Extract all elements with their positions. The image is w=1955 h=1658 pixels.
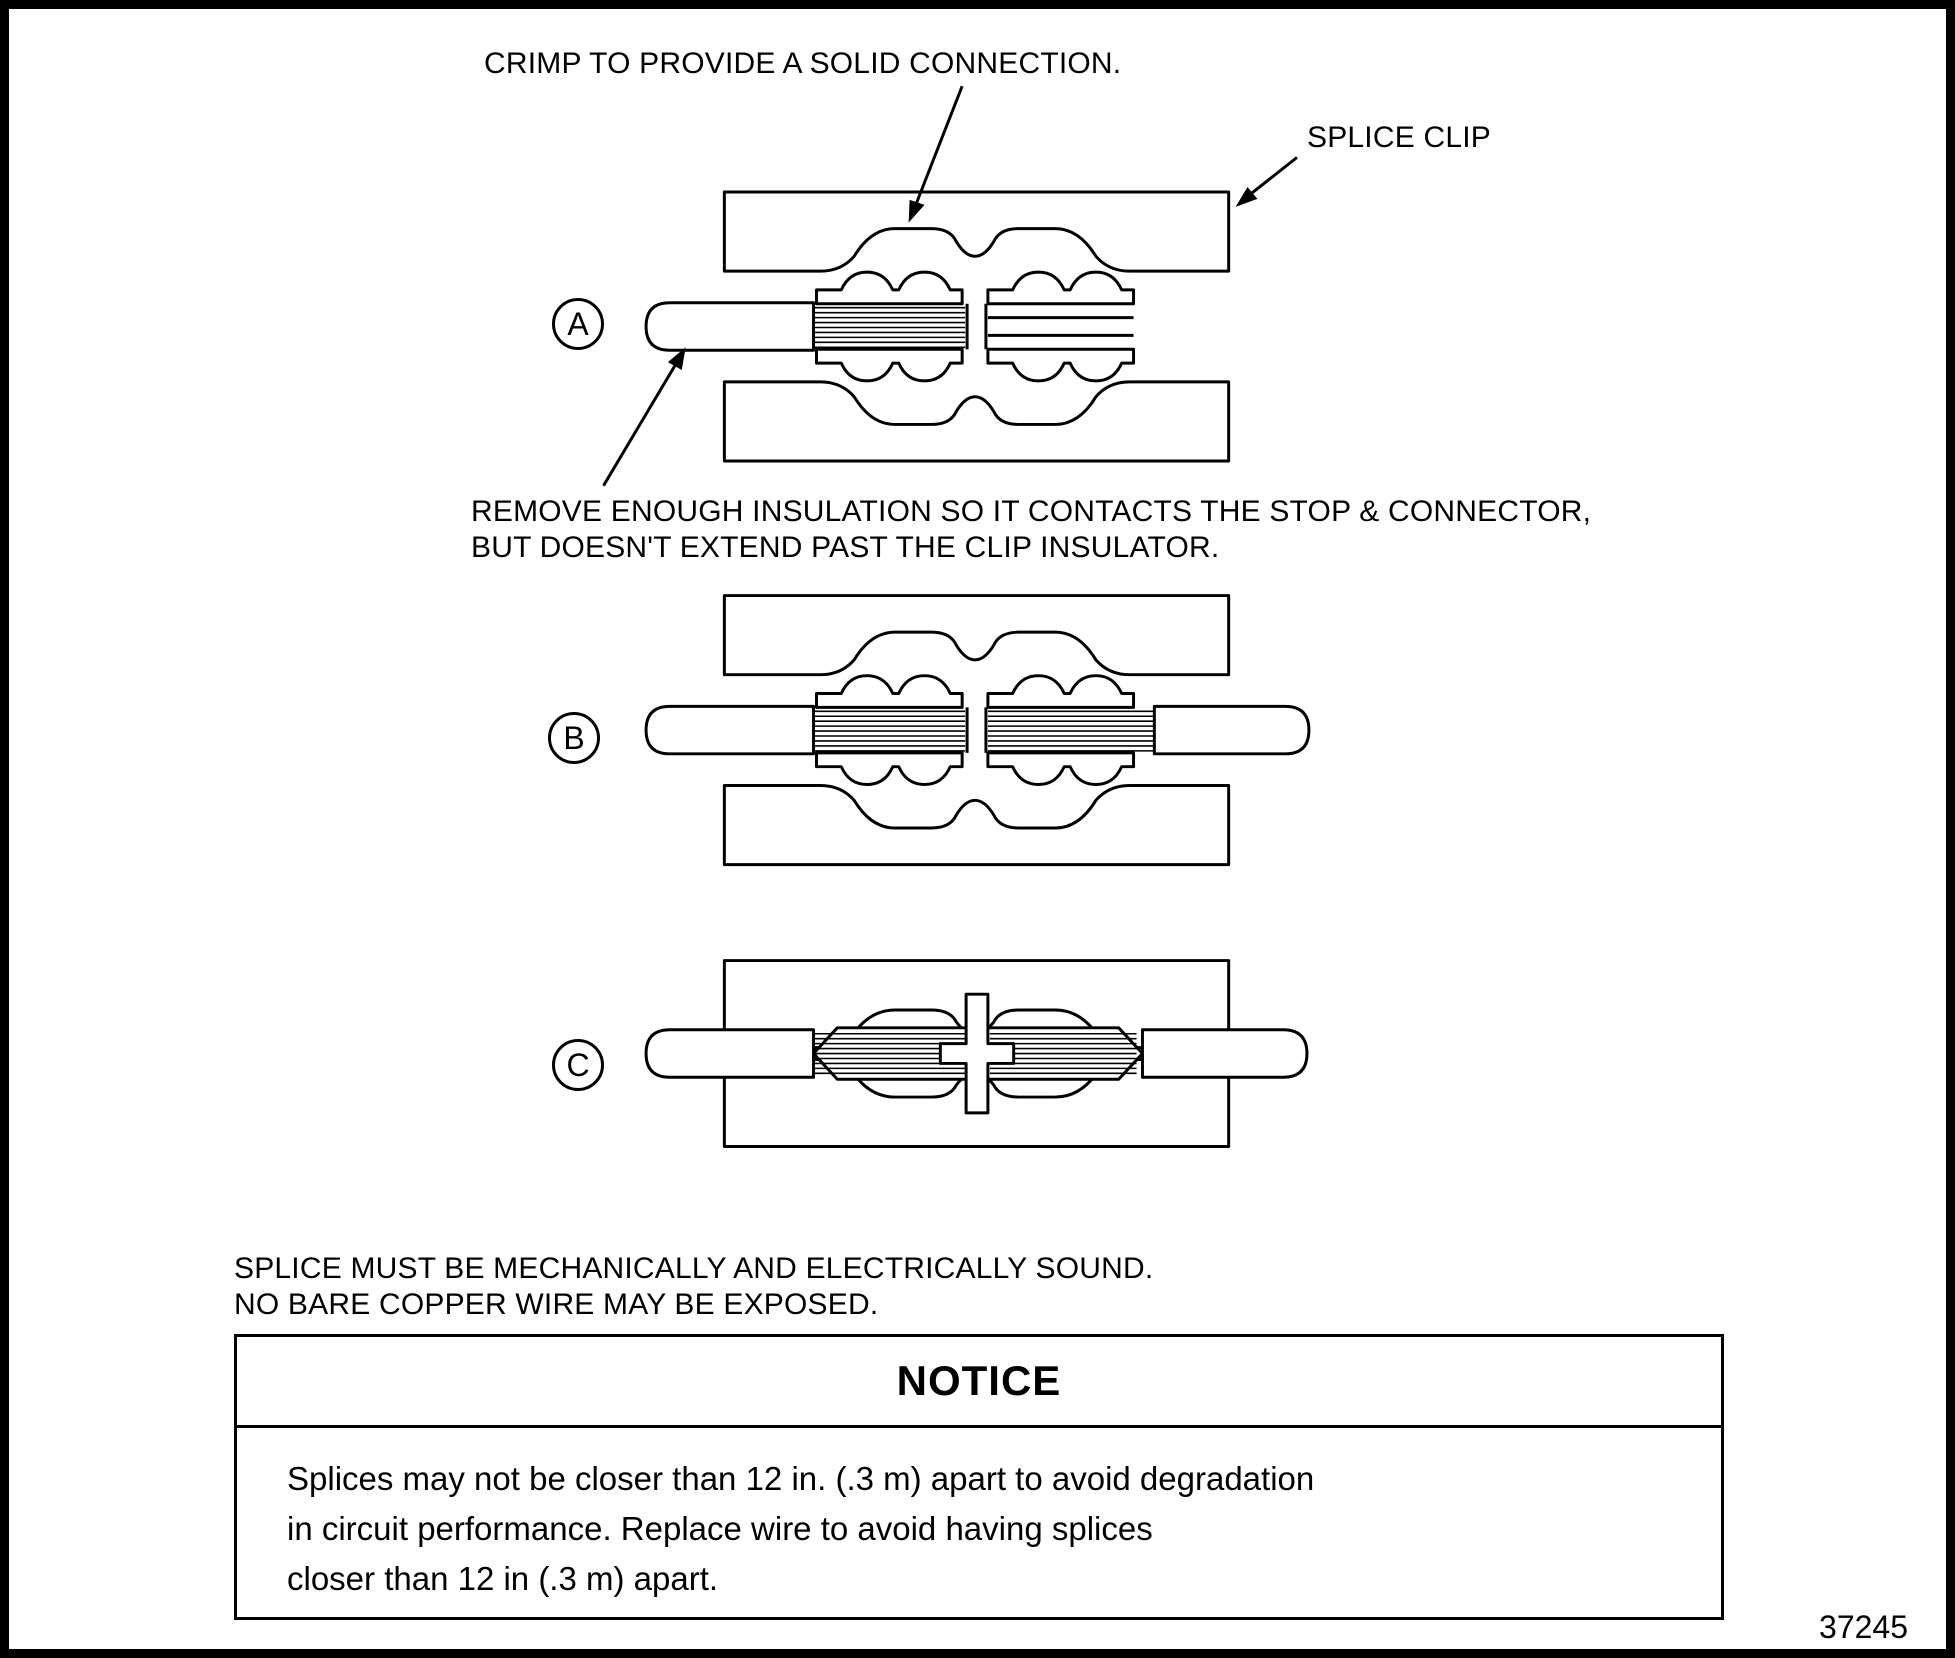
notice-title: NOTICE <box>237 1337 1721 1428</box>
crimp-arrow-head <box>908 199 925 223</box>
remove-insulation-label-line2: BUT DOESN'T EXTEND PAST THE CLIP INSULAT… <box>471 531 1220 564</box>
clip-serration <box>815 347 964 383</box>
wire-a-left <box>644 301 816 352</box>
splice-clip-arrow-head <box>1235 187 1258 207</box>
notice-line-2: in circuit performance. Replace wire to … <box>287 1510 1153 1547</box>
notice-body: Splices may not be closer than 12 in. (.… <box>237 1428 1721 1604</box>
wire-strands-a <box>810 306 966 349</box>
notice-box: NOTICE Splices may not be closer than 12… <box>234 1334 1724 1620</box>
step-b-letter: B <box>563 719 585 756</box>
step-a-marker: A <box>552 298 604 350</box>
clip-serration <box>815 270 964 306</box>
leader-arrows <box>602 85 1298 487</box>
notice-line-1: Splices may not be closer than 12 in. (.… <box>287 1460 1315 1497</box>
sound-label-line1: SPLICE MUST BE MECHANICALLY AND ELECTRIC… <box>234 1252 1154 1285</box>
clip-bottom-half-b <box>722 783 1231 867</box>
clip-serration <box>815 674 964 709</box>
wire-c-left <box>644 1028 816 1079</box>
wire-c-right <box>1140 1028 1309 1079</box>
crimp-arrow-line <box>915 85 964 204</box>
clip-bottom-half-a <box>722 380 1231 463</box>
clip-serration <box>986 270 1136 306</box>
splice-clip-label: SPLICE CLIP <box>1307 121 1491 154</box>
clip-serration <box>986 674 1136 709</box>
splice-clip-step-c <box>644 959 1309 1148</box>
insulation-arrow-head <box>667 347 686 371</box>
insulation-arrow-line <box>602 363 678 487</box>
step-b-marker: B <box>548 712 600 764</box>
wire-b-left <box>644 704 816 756</box>
splice-clip-arrow-line <box>1248 156 1298 197</box>
step-c-marker: C <box>552 1039 604 1091</box>
crimp-label: CRIMP TO PROVIDE A SOLID CONNECTION. <box>484 47 1122 80</box>
remove-insulation-label-line1: REMOVE ENOUGH INSULATION SO IT CONTACTS … <box>471 495 1592 528</box>
clip-top-half-a <box>722 190 1231 273</box>
step-c-letter: C <box>566 1046 590 1083</box>
clip-serration <box>986 347 1136 383</box>
sound-label-line2: NO BARE COPPER WIRE MAY BE EXPOSED. <box>234 1288 879 1321</box>
splice-clip-step-a <box>644 190 1231 463</box>
wire-strands-b-right <box>987 710 1156 752</box>
wire-b-right <box>1152 704 1311 756</box>
figure-number: 37245 <box>1819 1609 1908 1645</box>
clip-top-half-b <box>722 594 1231 677</box>
notice-line-3: closer than 12 in (.3 m) apart. <box>287 1560 719 1597</box>
center-stop-cross <box>938 992 1016 1115</box>
clip-serration <box>986 751 1136 786</box>
wire-strands-b-left <box>810 710 966 752</box>
clip-serration <box>815 751 964 786</box>
step-a-letter: A <box>567 305 589 342</box>
splice-diagram-canvas <box>602 85 1311 1148</box>
splice-clip-step-b <box>644 594 1311 867</box>
